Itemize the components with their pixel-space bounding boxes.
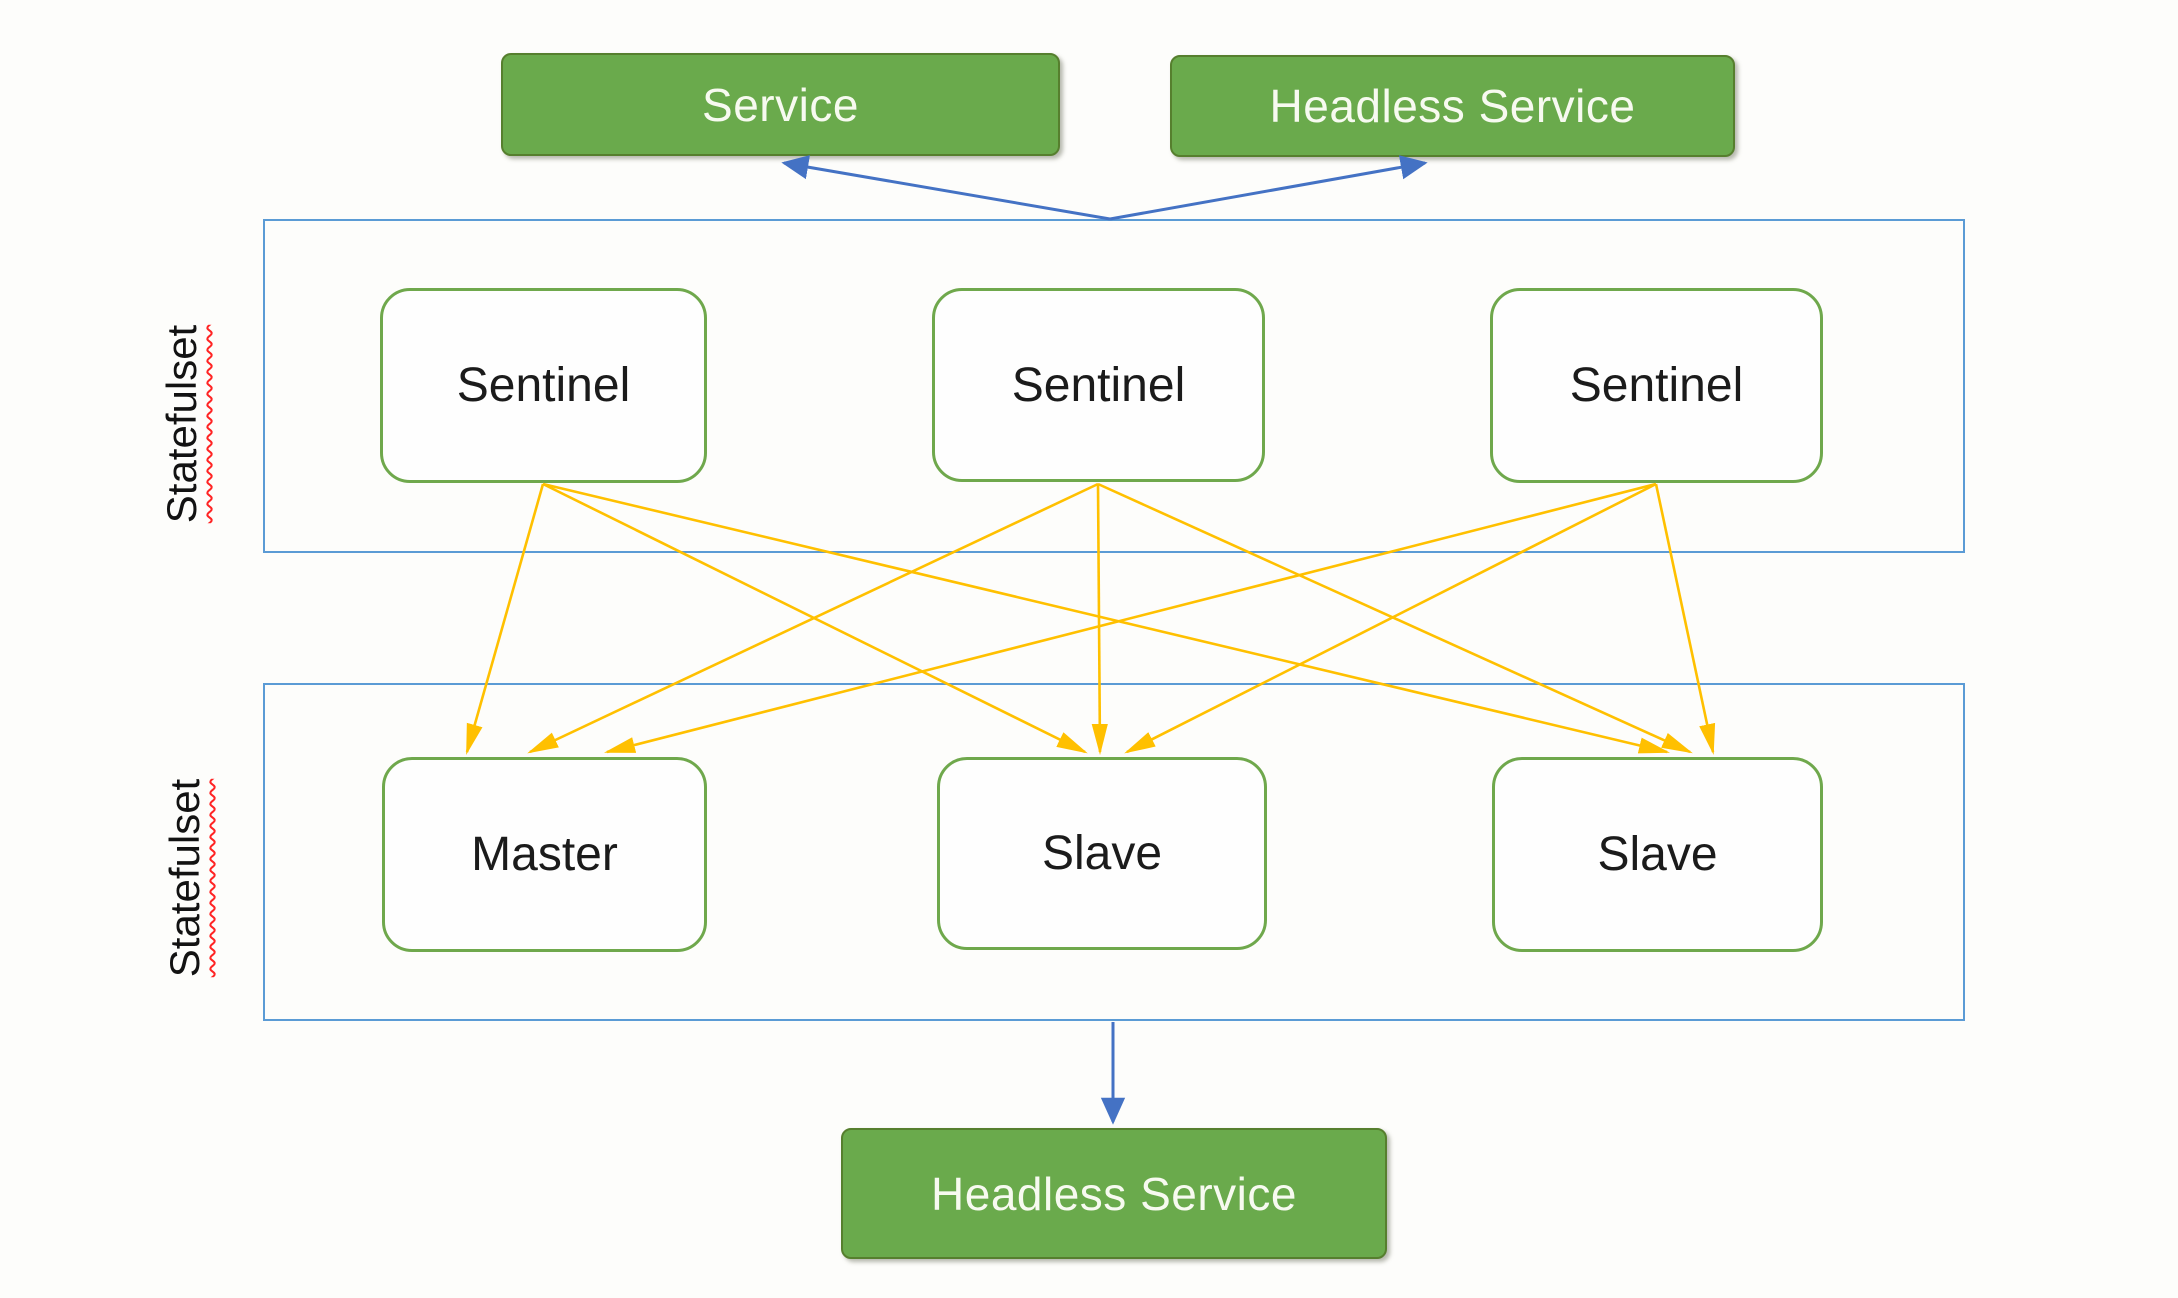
slave-2-box: Slave — [1492, 757, 1823, 952]
service-label: Service — [702, 78, 859, 131]
sentinel-3-box: Sentinel — [1490, 288, 1823, 483]
sentinel-3-label: Sentinel — [1569, 359, 1744, 412]
edge-statefulset1-to-headless-top-arrow — [1109, 155, 1428, 221]
sentinel-1-label: Sentinel — [456, 359, 631, 412]
headless-service-top-label: Headless Service — [1269, 80, 1636, 132]
edge-statefulset1-to-service-arrow — [781, 155, 1111, 221]
slave-2-label: Slave — [1597, 828, 1718, 881]
service-box: Service — [501, 53, 1060, 156]
sentinel-1-box: Sentinel — [380, 288, 707, 483]
slave-1-label: Slave — [1041, 827, 1163, 880]
headless-service-top-box: Headless Service — [1170, 55, 1735, 157]
statefulset-2-label: Statefulset — [161, 778, 208, 978]
headless-service-bottom-box: Headless Service — [841, 1128, 1387, 1259]
headless-service-bottom-label: Headless Service — [931, 1167, 1297, 1220]
slave-1-box: Slave — [937, 757, 1267, 950]
sentinel-2-label: Sentinel — [1011, 358, 1186, 412]
master-box: Master — [382, 757, 707, 952]
master-label: Master — [471, 828, 618, 881]
sentinel-2-box: Sentinel — [932, 288, 1265, 482]
statefulset-1-label: Statefulset — [158, 324, 205, 524]
